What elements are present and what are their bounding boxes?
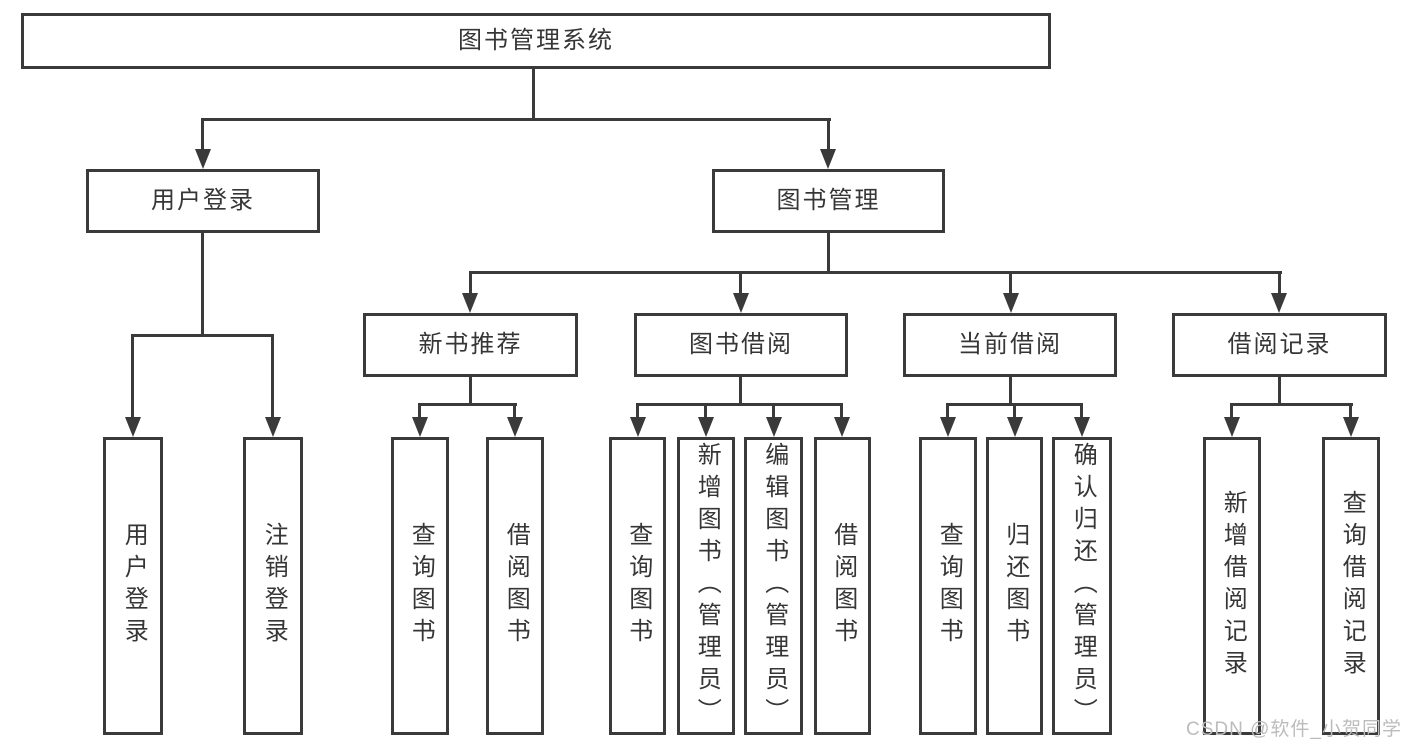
node-user-login-label: 用户登录 xyxy=(151,186,255,214)
node-user-login-action-label: 用户登录 xyxy=(120,522,148,650)
connector-line xyxy=(636,403,843,406)
connector-line xyxy=(1009,271,1012,295)
arrow-down-icon xyxy=(125,417,141,437)
arrow-down-icon xyxy=(1074,417,1090,437)
node-query-books-recommend: 查询图书 xyxy=(391,437,449,735)
node-query-books-recommend-label: 查询图书 xyxy=(407,522,435,650)
connector-line xyxy=(469,271,472,295)
connector-line xyxy=(532,69,535,120)
node-borrow-books-recommend-label: 借阅图书 xyxy=(502,522,530,650)
node-confirm-return-admin: 确认归还（管理员） xyxy=(1052,437,1112,735)
node-book-management: 图书管理 xyxy=(712,169,945,233)
arrow-down-icon xyxy=(195,149,211,169)
node-confirm-return-admin-label: 确认归还（管理员） xyxy=(1069,442,1097,730)
connector-line xyxy=(827,233,830,274)
connector-line xyxy=(636,403,639,419)
connector-line xyxy=(418,403,421,419)
arrow-down-icon xyxy=(1271,293,1287,313)
connector-line xyxy=(827,118,830,152)
arrow-down-icon xyxy=(766,417,782,437)
arrow-down-icon xyxy=(507,417,523,437)
node-logout: 注销登录 xyxy=(243,437,303,735)
node-query-books-borrowing-label: 查询图书 xyxy=(624,522,652,650)
connector-line xyxy=(840,403,843,419)
arrow-down-icon xyxy=(1343,417,1359,437)
node-borrow-books-leaf: 借阅图书 xyxy=(814,437,871,735)
connector-line xyxy=(131,334,134,419)
node-library-system: 图书管理系统 xyxy=(21,13,1051,69)
connector-line xyxy=(201,233,204,336)
connector-line xyxy=(418,403,517,406)
arrow-down-icon xyxy=(1003,293,1019,313)
connector-line xyxy=(1230,403,1233,419)
node-current-borrowing: 当前借阅 xyxy=(903,313,1117,377)
connector-line xyxy=(1080,403,1083,419)
arrow-down-icon xyxy=(630,417,646,437)
arrow-down-icon xyxy=(412,417,428,437)
node-borrow-books-recommend: 借阅图书 xyxy=(486,437,544,735)
node-add-book-admin: 新增图书（管理员） xyxy=(677,437,735,735)
node-query-borrow-record: 查询借阅记录 xyxy=(1322,437,1380,735)
arrow-down-icon xyxy=(820,149,836,169)
arrow-down-icon xyxy=(698,417,714,437)
connector-line xyxy=(946,403,949,419)
node-user-login: 用户登录 xyxy=(86,169,320,233)
node-query-borrow-record-label: 查询借阅记录 xyxy=(1338,490,1366,682)
connector-line xyxy=(739,377,742,405)
arrow-down-icon xyxy=(1007,417,1023,437)
node-query-books-borrowing: 查询图书 xyxy=(609,437,666,735)
node-query-books-current-label: 查询图书 xyxy=(935,522,963,650)
connector-line xyxy=(1278,377,1281,405)
arrow-down-icon xyxy=(462,293,478,313)
connector-line xyxy=(1349,403,1352,419)
connector-line xyxy=(131,334,274,337)
node-logout-label: 注销登录 xyxy=(260,522,288,650)
connector-line xyxy=(1278,271,1281,295)
connector-line xyxy=(201,118,204,152)
node-return-books-label: 归还图书 xyxy=(1001,522,1029,650)
arrow-down-icon xyxy=(265,417,281,437)
node-add-book-admin-label: 新增图书（管理员） xyxy=(693,442,721,730)
node-book-management-label: 图书管理 xyxy=(776,186,881,214)
connector-line xyxy=(469,377,472,405)
arrow-down-icon xyxy=(1224,417,1240,437)
arrow-down-icon xyxy=(834,417,850,437)
node-return-books: 归还图书 xyxy=(986,437,1043,735)
csdn-watermark: CSDN @软件_小贺同学 xyxy=(1186,719,1402,740)
node-query-books-current: 查询图书 xyxy=(919,437,977,735)
node-book-borrowing: 图书借阅 xyxy=(634,313,848,377)
node-edit-book-admin: 编辑图书（管理员） xyxy=(744,437,803,735)
node-borrowing-records: 借阅记录 xyxy=(1172,313,1387,377)
node-edit-book-admin-label: 编辑图书（管理员） xyxy=(760,442,788,730)
node-add-borrow-record: 新增借阅记录 xyxy=(1203,437,1261,735)
connector-line xyxy=(739,271,742,295)
connector-line xyxy=(1009,377,1012,405)
node-user-login-action: 用户登录 xyxy=(103,437,163,735)
node-borrowing-records-label: 借阅记录 xyxy=(1227,330,1332,358)
node-book-borrowing-label: 图书借阅 xyxy=(689,330,793,358)
arrow-down-icon xyxy=(940,417,956,437)
node-current-borrowing-label: 当前借阅 xyxy=(958,330,1062,358)
connector-line xyxy=(271,334,274,419)
connector-line xyxy=(469,271,1282,274)
connector-line xyxy=(513,403,516,419)
connector-line xyxy=(201,118,831,121)
node-new-book-recommendation: 新书推荐 xyxy=(363,313,578,377)
connector-line xyxy=(1230,403,1353,406)
node-borrow-books-leaf-label: 借阅图书 xyxy=(829,522,857,650)
connector-line xyxy=(704,403,707,419)
arrow-down-icon xyxy=(733,293,749,313)
node-new-book-recommendation-label: 新书推荐 xyxy=(418,330,523,358)
node-library-system-label: 图书管理系统 xyxy=(458,26,614,54)
node-add-borrow-record-label: 新增借阅记录 xyxy=(1219,490,1247,682)
connector-line xyxy=(1013,403,1016,419)
connector-line xyxy=(772,403,775,419)
